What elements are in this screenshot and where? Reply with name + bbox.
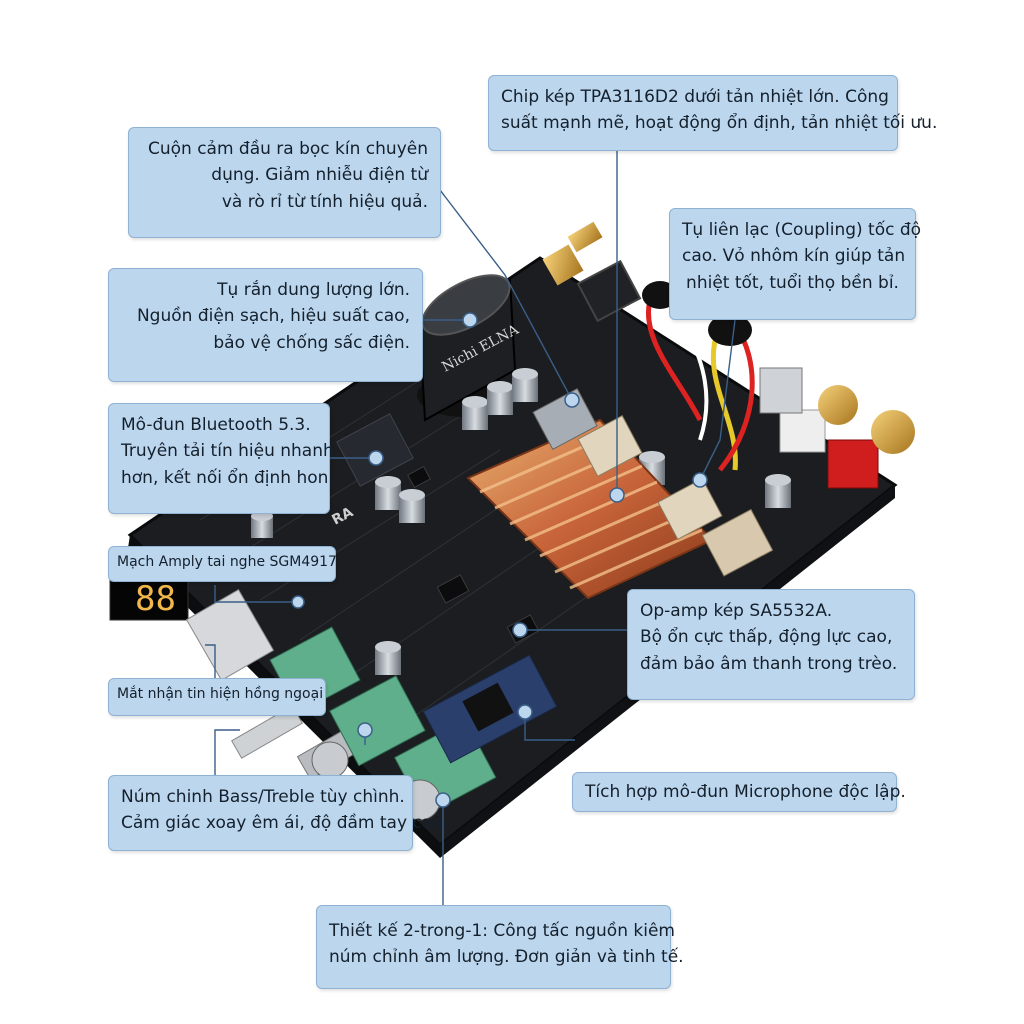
- leader-dots: [291, 312, 708, 808]
- leader-lines: [205, 150, 736, 905]
- rca-connectors: [759, 367, 915, 489]
- dot-coupling: [692, 472, 708, 488]
- callout-ir: Mắt nhận tin hiện hồng ngoại: [108, 678, 326, 716]
- callout-power: Thiết kế 2-trong-1: Công tấc nguồn kiêm …: [316, 905, 684, 989]
- small-capacitors: [251, 368, 791, 675]
- callout-opamp: Op-amp kép SA5532A. Bộ ổn cực thấp, động…: [627, 589, 915, 700]
- display-digits: 88: [135, 579, 176, 619]
- callout-knobs: Núm chinh Bass/Treble tùy chình. Cảm giá…: [108, 775, 448, 851]
- leader-knobs: [214, 729, 240, 775]
- headphone-jack: [185, 589, 275, 681]
- callout-coupling: Tụ liên lạc (Coupling) tốc độ cao. Vỏ nh…: [669, 208, 921, 320]
- callout-bluetooth: Mô-đun Bluetooth 5.3. Truyên tải tín hiệ…: [108, 403, 334, 514]
- dot-inductor: [564, 392, 580, 408]
- dot-opamp: [512, 622, 528, 638]
- bluetooth-module: [336, 413, 414, 487]
- dc-jack: [576, 259, 642, 323]
- leader-inductor: [439, 189, 573, 401]
- callout-microphone: Tích hợp mô-đun Microphone độc lập.: [572, 772, 906, 812]
- antenna-connector: [542, 221, 603, 286]
- microphone-module: [422, 654, 558, 764]
- square-inductors: [532, 388, 774, 577]
- dot-capacitor: [462, 312, 478, 328]
- leader-microphone: [524, 712, 575, 741]
- callout-capacitor: Tụ rắn dung lượng lớn. Nguồn điện sạch, …: [108, 268, 423, 382]
- dot-power: [435, 792, 451, 808]
- callout-inductor: Cuộn cảm đầu ra bọc kín chuyên dụng. Giả…: [128, 127, 441, 238]
- dot-microphone: [517, 704, 533, 720]
- leader-ir: [205, 644, 216, 680]
- callout-chip: Chip kép TPA3116D2 dưới tản nhiệt lớn. C…: [488, 75, 937, 151]
- large-capacitor: Nichi ELNA: [417, 274, 522, 422]
- dot-bluetooth: [368, 450, 384, 466]
- dot-chip: [609, 487, 625, 503]
- leader-headphone: [214, 585, 298, 603]
- callout-headphone-amp: Mạch Amply tai nghe SGM4917: [108, 546, 337, 582]
- dot-headphone: [291, 595, 305, 609]
- leader-coupling: [699, 319, 736, 481]
- dot-knobs: [357, 722, 373, 738]
